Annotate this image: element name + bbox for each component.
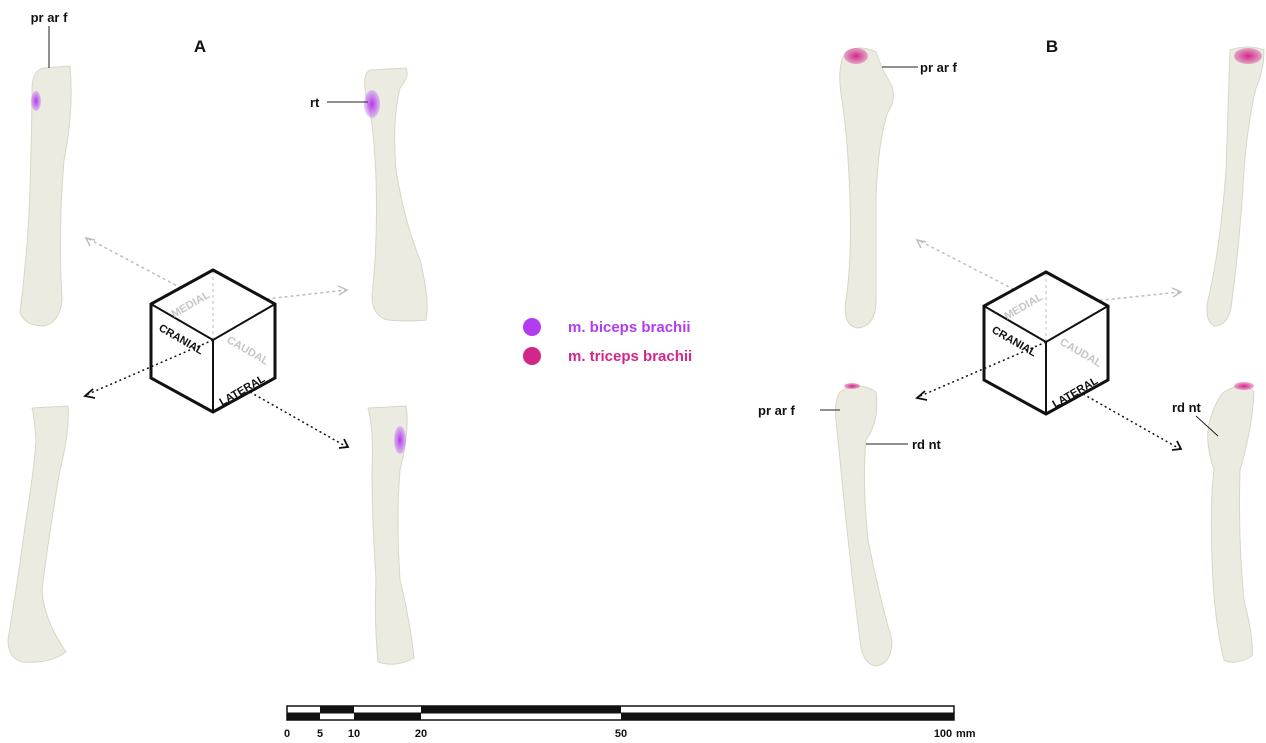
scale-tick-20: 20	[415, 728, 427, 740]
orientation-cube-b: MEDIAL CRANIAL CAUDAL LATERAL	[917, 240, 1181, 450]
legend-swatch-triceps	[523, 347, 541, 365]
label-rd-nt-b-bottom-left: rd nt	[912, 437, 942, 452]
label-rd-nt-b-bottom-right: rd nt	[1172, 400, 1202, 415]
bone-b-bottom-left	[836, 383, 893, 666]
scale-unit: mm	[956, 728, 976, 740]
bone-a-top-right	[364, 68, 427, 321]
scale-tick-100: 100	[934, 728, 952, 740]
bone-b-bottom-right	[1208, 382, 1254, 662]
bone-a-bottom-right	[368, 406, 414, 664]
orientation-cube-a: MEDIAL CRANIAL CAUDAL LATERAL	[85, 238, 348, 448]
label-pr-ar-f-b-bottom: pr ar f	[758, 403, 796, 418]
bone-b-top-left	[840, 48, 894, 328]
scale-tick-10: 10	[348, 728, 360, 740]
panel-label-b: B	[1046, 37, 1058, 56]
label-pr-ar-f-b-top: pr ar f	[920, 60, 958, 75]
legend-swatch-biceps	[523, 318, 541, 336]
bone-b-top-right	[1207, 47, 1264, 326]
scale-tick-0: 0	[284, 728, 290, 740]
scale-tick-50: 50	[615, 728, 627, 740]
legend: m. biceps brachii m. triceps brachii	[523, 318, 692, 365]
legend-label-biceps: m. biceps brachii	[568, 319, 691, 336]
label-rt: rt	[310, 95, 320, 110]
bone-a-top-left	[20, 66, 71, 326]
bone-a-bottom-left	[8, 406, 68, 662]
label-pr-ar-f-a: pr ar f	[31, 10, 69, 25]
scale-tick-5: 5	[317, 728, 323, 740]
legend-label-triceps: m. triceps brachii	[568, 348, 692, 365]
panel-label-a: A	[194, 37, 206, 56]
scale-bar	[287, 706, 954, 720]
